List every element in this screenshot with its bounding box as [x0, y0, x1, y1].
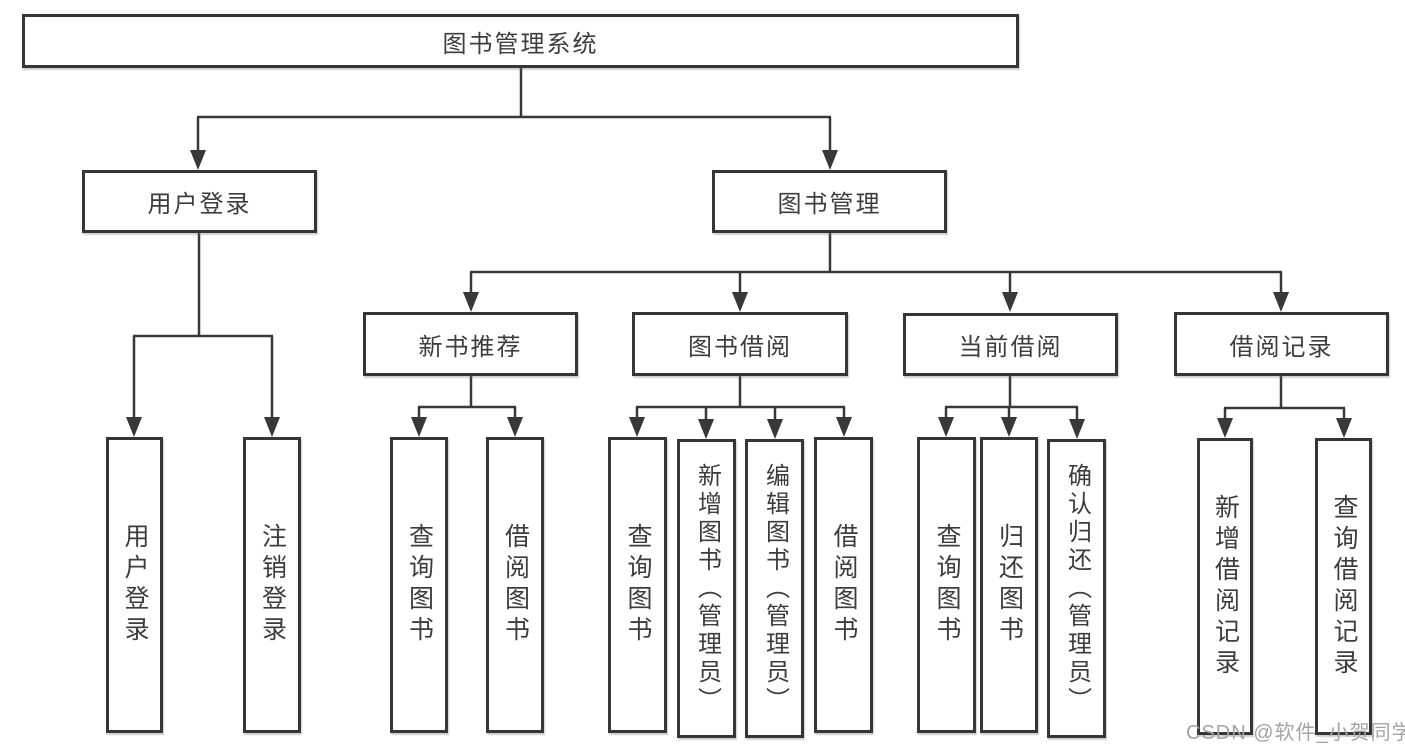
- leaf-label: 借阅图书: [830, 523, 858, 647]
- node-label: 当前借阅: [958, 334, 1063, 361]
- node-book-borrowing: 图书借阅: [632, 312, 848, 376]
- leaf-label: 查询图书: [624, 523, 652, 647]
- leaf-user-login: 用户登录: [106, 437, 163, 733]
- leaf-query-borrow-record: 查询借阅记录: [1315, 438, 1372, 735]
- node-label: 用户登录: [147, 191, 252, 218]
- node-library-management-system: 图书管理系统: [22, 14, 1019, 68]
- leaf-confirm-return-admin: 确认归还（管理员）: [1047, 439, 1106, 738]
- node-label: 图书管理系统: [442, 30, 599, 58]
- leaf-return-books: 归还图书: [980, 437, 1038, 733]
- leaf-borrow-books-borrowing: 借阅图书: [814, 437, 873, 733]
- leaf-label: 新增借阅记录: [1211, 493, 1240, 680]
- node-label: 图书管理: [777, 191, 882, 218]
- leaf-edit-book-admin: 编辑图书（管理员）: [745, 439, 804, 738]
- leaf-label: 归还图书: [995, 523, 1024, 647]
- leaf-query-books-current: 查询图书: [917, 437, 976, 733]
- node-current-borrowing: 当前借阅: [903, 313, 1118, 376]
- node-borrowing-records: 借阅记录: [1174, 312, 1389, 376]
- leaf-label: 确认归还（管理员）: [1063, 462, 1091, 715]
- leaf-label: 注销登录: [258, 523, 287, 647]
- node-user-login: 用户登录: [82, 170, 317, 233]
- node-book-management: 图书管理: [712, 170, 947, 233]
- leaf-label: 查询借阅记录: [1330, 493, 1358, 680]
- node-label: 借阅记录: [1229, 333, 1334, 361]
- leaf-label: 查询图书: [933, 523, 961, 647]
- leaf-label: 查询图书: [405, 523, 434, 647]
- leaf-label: 用户登录: [121, 523, 149, 647]
- leaf-add-book-admin: 新增图书（管理员）: [677, 439, 736, 738]
- node-label: 图书借阅: [688, 333, 792, 361]
- leaf-query-books-recommend: 查询图书: [390, 437, 448, 733]
- node-label: 新书推荐: [418, 333, 523, 361]
- leaf-logout: 注销登录: [243, 437, 301, 733]
- leaf-label: 新增图书（管理员）: [693, 462, 721, 715]
- leaf-query-books-borrowing: 查询图书: [608, 437, 667, 733]
- leaf-add-borrow-record: 新增借阅记录: [1197, 438, 1253, 735]
- leaf-label: 编辑图书（管理员）: [761, 462, 789, 715]
- arrowheads: [126, 150, 1352, 439]
- csdn-watermark: CSDN @软件_小贺同学: [1186, 722, 1405, 744]
- leaf-borrow-books-recommend: 借阅图书: [486, 437, 544, 733]
- leaf-label: 借阅图书: [501, 523, 530, 647]
- node-new-book-recommend: 新书推荐: [363, 312, 578, 376]
